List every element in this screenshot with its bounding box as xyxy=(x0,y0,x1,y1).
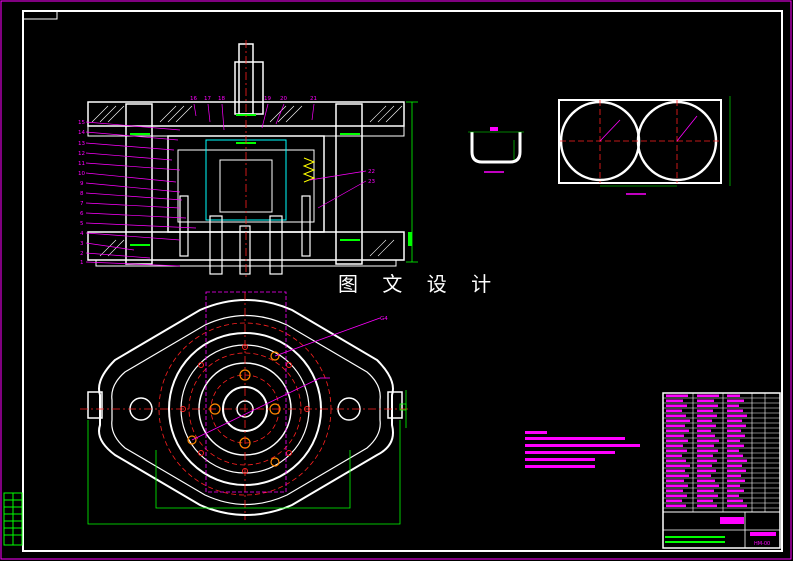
callout-15: 15 xyxy=(78,120,85,126)
callout-4: 4 xyxy=(80,231,84,237)
callout-20: 20 xyxy=(280,96,287,102)
callout-10: 10 xyxy=(78,171,85,177)
callout-14: 14 xyxy=(78,130,85,136)
callout-19: 19 xyxy=(264,96,271,102)
part-section xyxy=(468,127,524,173)
callout-22: 22 xyxy=(368,169,375,175)
drawing-number: HM-00 xyxy=(754,541,770,547)
callout-leaders xyxy=(85,103,367,267)
callout-12: 12 xyxy=(78,151,85,157)
watermark-text: 图 文 设 计 xyxy=(338,272,501,296)
callout-18: 18 xyxy=(218,96,225,102)
callout-8: 8 xyxy=(80,191,84,197)
strip-layout xyxy=(558,96,731,195)
callout-1: 1 xyxy=(80,260,84,266)
callout-g4: G4 xyxy=(380,316,388,322)
callout-9: 9 xyxy=(80,181,84,187)
drawing-frame xyxy=(22,10,783,552)
callout-5: 5 xyxy=(80,221,84,227)
callout-11: 11 xyxy=(78,161,85,167)
callout-23: 23 xyxy=(368,179,375,185)
section-view xyxy=(87,40,418,280)
technical-notes xyxy=(525,431,640,468)
callout-6: 6 xyxy=(80,211,84,217)
callout-3: 3 xyxy=(80,241,84,247)
margin-strip xyxy=(3,492,23,546)
callout-17: 17 xyxy=(204,96,211,102)
title-block: HM-00 xyxy=(662,392,781,549)
callout-7: 7 xyxy=(80,201,84,207)
callout-21: 21 xyxy=(310,96,317,102)
callout-2: 2 xyxy=(80,251,84,257)
callout-16: 16 xyxy=(190,96,197,102)
plan-view: G4 xyxy=(80,291,410,525)
callout-labels: 15 14 13 12 11 10 9 8 7 6 5 4 3 2 1 16 1… xyxy=(78,96,375,266)
frame-corner-tab xyxy=(22,10,58,20)
callout-13: 13 xyxy=(78,141,85,147)
